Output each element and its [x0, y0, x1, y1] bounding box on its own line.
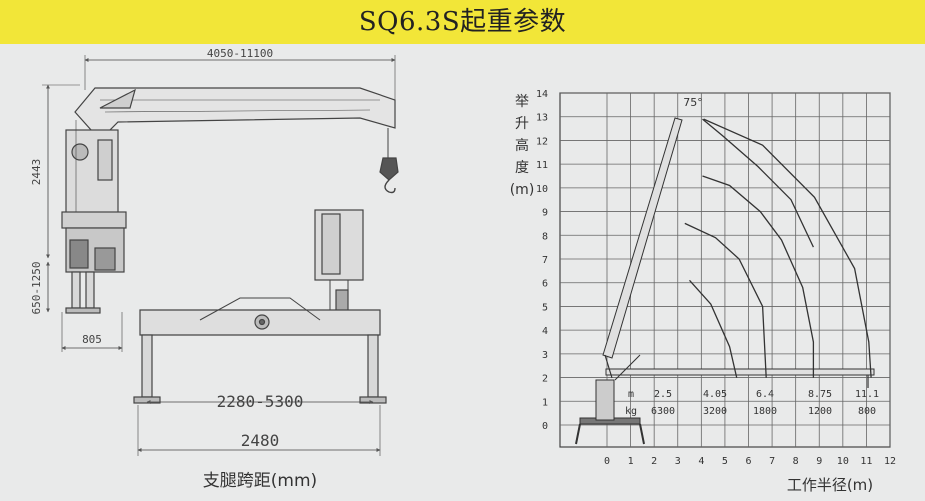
y-tick-label: 4: [542, 326, 548, 337]
load-point-load: 800: [858, 406, 876, 417]
y-axis-label-char: 举: [515, 94, 529, 110]
boom-angle-label: 75°: [683, 96, 703, 109]
load-point-load: 1200: [808, 406, 832, 417]
y-axis-label-char: 高: [515, 137, 529, 154]
y-tick-label: 13: [536, 113, 548, 124]
load-curve: [689, 279, 738, 378]
x-axis-label: 工作半径(m): [787, 476, 873, 494]
y-axis-label-char: 升: [515, 116, 529, 132]
y-tick-label: 7: [542, 255, 548, 266]
boom-length-dim: 4050-11100: [207, 47, 273, 60]
load-curve: [684, 222, 767, 378]
x-tick-label: 9: [816, 456, 822, 467]
total-span-dim: 2480: [241, 431, 280, 450]
load-point-radius: 8.75: [808, 389, 832, 400]
y-axis-label-char: (m): [510, 182, 535, 198]
base-width-dim: 805: [82, 333, 102, 346]
x-tick-label: 8: [793, 456, 799, 467]
y-axis-label-char: 度: [515, 160, 529, 176]
load-point-radius: 6.4: [756, 389, 774, 400]
x-tick-label: 2: [651, 456, 657, 467]
load-curve: [702, 118, 814, 248]
x-tick-label: 6: [745, 456, 751, 467]
leg-dim: 650-1250: [30, 262, 43, 315]
x-tick-label: 4: [698, 456, 704, 467]
y-tick-label: 11: [536, 160, 548, 171]
x-tick-label: 10: [837, 456, 849, 467]
x-tick-label: 3: [675, 456, 681, 467]
y-tick-label: 10: [536, 184, 548, 195]
load-curve: [702, 175, 815, 378]
load-point-radius: 2.5: [654, 389, 672, 400]
y-tick-label: 14: [536, 89, 548, 100]
y-tick-label: 9: [542, 208, 548, 219]
page-title: SQ6.3S起重参数: [358, 7, 567, 37]
chart-crane-icon: [575, 117, 875, 445]
side-view-crane: [42, 55, 399, 352]
y-tick-label: 3: [542, 350, 548, 361]
unit-kg: kg: [625, 406, 637, 417]
y-tick-label: 2: [542, 374, 548, 385]
load-point-radius: 11.1: [855, 389, 879, 400]
title-banner: [0, 0, 925, 44]
load-point-radius: 4.05: [703, 389, 727, 400]
load-point-load: 3200: [703, 406, 727, 417]
x-tick-label: 7: [769, 456, 775, 467]
y-tick-label: 0: [542, 421, 548, 432]
y-tick-label: 1: [542, 397, 548, 408]
x-tick-label: 11: [860, 456, 872, 467]
x-tick-label: 0: [604, 456, 610, 467]
load-curve: [703, 118, 872, 378]
y-tick-label: 12: [536, 136, 548, 147]
x-tick-label: 12: [884, 456, 896, 467]
front-view-crane: [133, 209, 387, 456]
leg-span-caption: 支腿跨距(mm): [203, 471, 317, 491]
y-tick-label: 8: [542, 231, 548, 242]
y-tick-label: 5: [542, 302, 548, 313]
leg-span-dim: 2280-5300: [217, 392, 304, 411]
crane-drawing: 4050-11100 2443 650-1250 805 2280-5300 2…: [30, 47, 896, 494]
unit-m: m: [628, 389, 634, 400]
load-point-load: 6300: [651, 406, 675, 417]
x-tick-label: 1: [628, 456, 634, 467]
load-point-load: 1800: [753, 406, 777, 417]
x-tick-label: 5: [722, 456, 728, 467]
y-tick-label: 6: [542, 279, 548, 290]
height-dim: 2443: [30, 159, 43, 186]
